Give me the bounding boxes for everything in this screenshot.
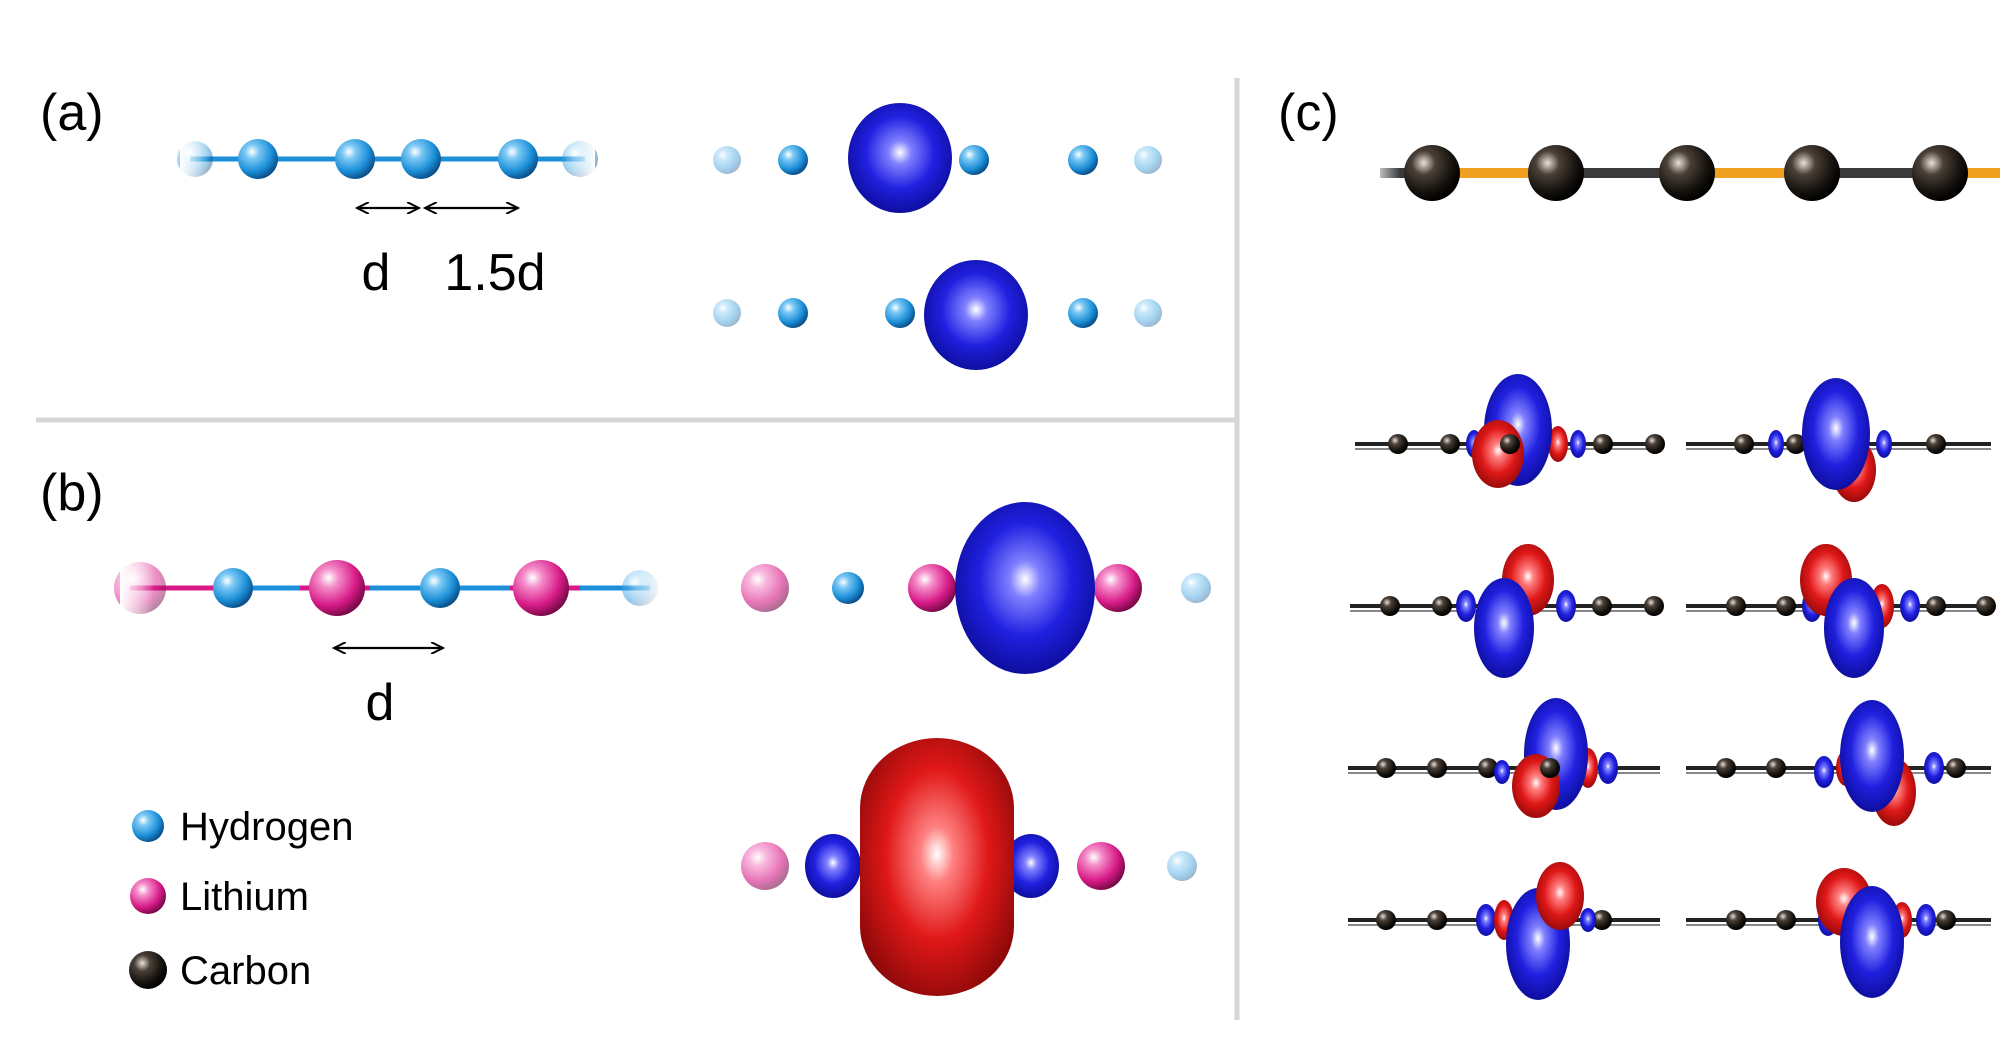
hydrogen-atom (420, 568, 460, 608)
orbital-cell-6 (1686, 700, 1991, 826)
lithium-atom (513, 560, 569, 616)
orbital-view-b-top (741, 502, 1211, 674)
carbon-chain-c (1370, 145, 2000, 201)
legend-label-lithium: Lithium (180, 875, 309, 919)
hydrogen-atom (959, 145, 989, 175)
hydrogen-atom (1134, 146, 1162, 174)
hydrogen-chain-a (177, 130, 598, 190)
hydrogen-lithium-chain-b (114, 555, 662, 621)
orbital-cell-8 (1686, 868, 1991, 998)
lithium-atom (1094, 564, 1142, 612)
carbon-atom-icon (129, 951, 167, 989)
orbital-view-a-bottom (713, 260, 1162, 370)
orbital-view-b-bottom (741, 738, 1197, 996)
orbital-cell-7 (1348, 862, 1660, 1000)
lithium-atom (741, 842, 789, 890)
legend: Hydrogen Lithium Carbon (129, 805, 353, 993)
orbital-cell-2 (1686, 378, 1991, 502)
lithium-atom-icon (130, 878, 166, 914)
lithium-atom (309, 560, 365, 616)
hydrogen-atom (335, 139, 375, 179)
hydrogen-atom (713, 299, 741, 327)
orbital-cell-5 (1348, 698, 1660, 818)
orbital-lobe-negative (860, 738, 1014, 996)
panel-b-label: (b) (40, 464, 104, 522)
hydrogen-atom (213, 568, 253, 608)
hydrogen-atom (885, 298, 915, 328)
orbital-lobe-positive (805, 834, 861, 898)
hydrogen-atom (778, 145, 808, 175)
hydrogen-atom (713, 146, 741, 174)
lithium-atom (1077, 842, 1125, 890)
orbital-lobe-positive (1003, 834, 1059, 898)
orbital-view-a-top (713, 103, 1162, 213)
dimension-label-d: d (362, 244, 391, 302)
carbon-atom (1528, 145, 1584, 201)
carbon-atom (1912, 145, 1968, 201)
carbon-atom (1404, 145, 1460, 201)
carbon-atom (1784, 145, 1840, 201)
orbital-cell-1 (1355, 374, 1665, 488)
hydrogen-atom (498, 139, 538, 179)
legend-label-hydrogen: Hydrogen (180, 805, 353, 849)
lithium-atom (908, 564, 956, 612)
hydrogen-atom (401, 139, 441, 179)
lithium-atom (741, 564, 789, 612)
orbital-lobe-positive (955, 502, 1095, 674)
panel-a-label: (a) (40, 84, 104, 142)
dimension-label-1-5d: 1.5d (444, 244, 545, 302)
hydrogen-atom (1134, 299, 1162, 327)
orbital-cell-4 (1686, 544, 1996, 678)
carbon-atom (1659, 145, 1715, 201)
hydrogen-atom-icon (132, 810, 164, 842)
hydrogen-atom (238, 139, 278, 179)
hydrogen-atom (832, 572, 864, 604)
orbital-cell-3 (1350, 544, 1664, 678)
hydrogen-atom (778, 298, 808, 328)
hydrogen-atom (1068, 145, 1098, 175)
hydrogen-atom (1068, 298, 1098, 328)
orbital-lobe-positive (924, 260, 1028, 370)
panel-c-label: (c) (1278, 84, 1339, 142)
dimension-label-d: d (366, 674, 395, 732)
hydrogen-atom (1181, 573, 1211, 603)
orbital-lobe-positive (848, 103, 952, 213)
legend-label-carbon: Carbon (180, 949, 311, 993)
hydrogen-atom (1167, 851, 1197, 881)
